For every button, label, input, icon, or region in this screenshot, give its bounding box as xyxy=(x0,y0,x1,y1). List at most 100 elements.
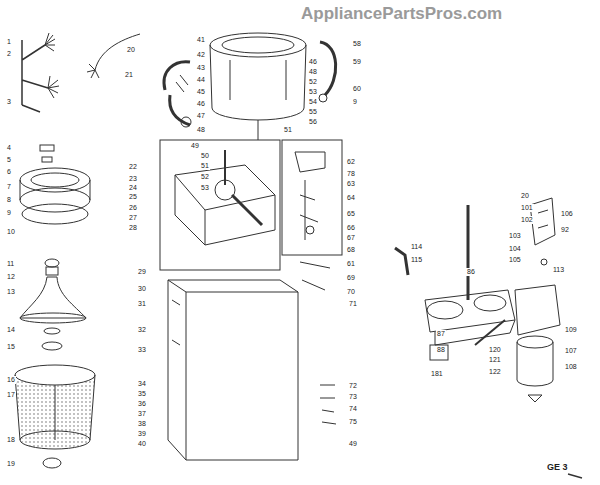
callout-number: 41 xyxy=(196,36,206,44)
callout-number: 115 xyxy=(410,256,423,264)
callout-number: 9 xyxy=(352,98,358,106)
callout-number: 75 xyxy=(348,418,358,426)
callout-number: 181 xyxy=(430,370,444,378)
callout-number: 64 xyxy=(346,194,356,202)
callout-number: 51 xyxy=(200,162,210,170)
callout-number: 24 xyxy=(128,184,138,192)
callout-number: 88 xyxy=(436,346,446,354)
callout-number: 14 xyxy=(6,326,16,334)
page-code: GE 3 xyxy=(546,462,569,472)
callout-number: 45 xyxy=(196,88,206,96)
callout-number: 113 xyxy=(552,266,565,274)
callout-number: 15 xyxy=(6,343,16,351)
callout-number: 5 xyxy=(6,156,12,164)
callout-number: 59 xyxy=(352,58,362,66)
callout-number: 35 xyxy=(137,390,147,398)
callout-number: 92 xyxy=(560,226,570,234)
callout-number: 52 xyxy=(200,173,210,181)
callout-number: 61 xyxy=(346,260,356,268)
callout-number: 13 xyxy=(6,288,16,296)
callout-number: 25 xyxy=(128,193,138,201)
callout-number: 121 xyxy=(488,356,502,364)
callout-number: 37 xyxy=(137,410,147,418)
callout-number: 9 xyxy=(6,209,12,217)
callout-number: 2 xyxy=(6,50,12,58)
callout-number: 21 xyxy=(124,71,134,79)
callout-number: 74 xyxy=(348,405,358,413)
callout-number: 65 xyxy=(346,210,356,218)
callout-number: 23 xyxy=(128,175,138,183)
callout-number: 48 xyxy=(196,126,206,134)
callout-number: 49 xyxy=(190,142,200,150)
callout-number: 53 xyxy=(200,184,210,192)
callout-number: 31 xyxy=(137,300,147,308)
callout-number: 63 xyxy=(346,180,356,188)
callout-number: 109 xyxy=(564,326,578,334)
callout-number: 32 xyxy=(137,326,147,334)
callout-number: 12 xyxy=(6,273,16,281)
callout-number: 50 xyxy=(200,152,210,160)
callout-number: 38 xyxy=(137,420,147,428)
callout-number: 60 xyxy=(352,85,362,93)
callout-number: 108 xyxy=(564,363,578,371)
callout-number: 28 xyxy=(128,224,138,232)
callout-number: 6 xyxy=(6,168,12,176)
callout-number: 33 xyxy=(137,346,147,354)
callout-number: 104 xyxy=(508,245,522,253)
callout-number: 54 xyxy=(308,98,318,106)
callout-number: 4 xyxy=(6,144,12,152)
callout-number: 17 xyxy=(6,391,16,399)
callout-number: 22 xyxy=(128,163,138,171)
callout-number: 27 xyxy=(128,214,138,222)
callout-number: 40 xyxy=(137,440,147,448)
callout-number: 106 xyxy=(560,210,574,218)
callout-number: 20 xyxy=(126,46,136,54)
callout-number: 51 xyxy=(283,126,293,134)
callout-number: 46 xyxy=(196,100,206,108)
callout-number: 70 xyxy=(346,288,356,296)
callout-number: 78 xyxy=(346,170,356,178)
callout-number: 7 xyxy=(6,183,12,191)
callout-number: 1 xyxy=(6,38,12,46)
callout-number: 67 xyxy=(346,234,356,242)
callout-number: 44 xyxy=(196,76,206,84)
callout-number: 52 xyxy=(308,78,318,86)
callout-number: 86 xyxy=(466,268,476,276)
callout-number: 68 xyxy=(346,246,356,254)
callout-number: 47 xyxy=(196,112,206,120)
callout-number: 10 xyxy=(6,228,16,236)
callout-number: 34 xyxy=(137,380,147,388)
callout-number: 19 xyxy=(6,460,16,468)
callout-number: 66 xyxy=(346,224,356,232)
callout-number: 107 xyxy=(564,347,578,355)
callout-number: 71 xyxy=(348,300,358,308)
callout-number: 46 xyxy=(308,58,318,66)
callout-number: 114 xyxy=(410,243,423,251)
callout-number: 122 xyxy=(488,368,502,376)
callout-number: 18 xyxy=(6,436,16,444)
callout-number: 53 xyxy=(308,88,318,96)
watermark: AppliancePartsPros.com xyxy=(300,4,503,23)
callout-number: 87 xyxy=(436,330,446,338)
callout-number: 36 xyxy=(137,400,147,408)
callout-number: 73 xyxy=(348,393,358,401)
callout-number: 103 xyxy=(508,232,522,240)
callout-number: 43 xyxy=(196,64,206,72)
callout-number: 30 xyxy=(137,285,147,293)
callout-number: 120 xyxy=(488,346,502,354)
callout-number: 105 xyxy=(508,256,522,264)
callout-number: 62 xyxy=(346,158,356,166)
callout-number: 20 xyxy=(520,192,530,200)
callout-number: 39 xyxy=(137,430,147,438)
callout-number: 56 xyxy=(308,118,318,126)
callout-number: 49 xyxy=(348,440,358,448)
callout-number: 29 xyxy=(137,268,147,276)
callout-number: 26 xyxy=(128,204,138,212)
callout-number: 3 xyxy=(6,98,12,106)
callout-number: 72 xyxy=(348,382,358,390)
callout-number: 8 xyxy=(6,196,12,204)
callout-number: 48 xyxy=(308,68,318,76)
callout-number: 11 xyxy=(6,260,15,268)
